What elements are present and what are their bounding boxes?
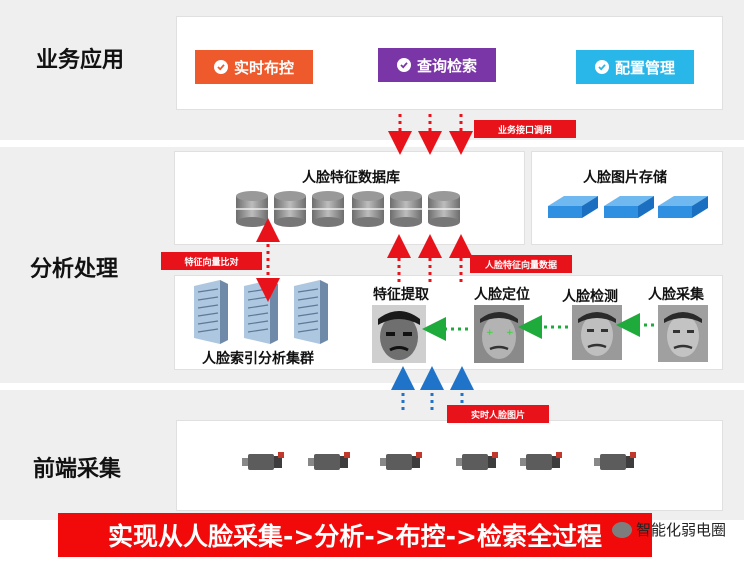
face-locate-label: 人脸定位 bbox=[474, 287, 530, 303]
check-icon bbox=[594, 60, 609, 74]
camera-icon bbox=[380, 452, 422, 470]
face-photo-icon bbox=[572, 305, 622, 360]
face-photo-icon bbox=[658, 305, 708, 362]
camera-icon bbox=[242, 452, 284, 470]
server-rack-icon bbox=[194, 280, 228, 344]
watermark-text: 智能化弱电圈 bbox=[636, 521, 727, 539]
camera-icon bbox=[594, 452, 636, 470]
realtime-control-button[interactable]: 实时布控 bbox=[195, 50, 313, 84]
business-api-tag: 业务接口调用 bbox=[474, 120, 576, 138]
camera-icon bbox=[520, 452, 562, 470]
face-detect-label: 人脸检测 bbox=[562, 289, 618, 305]
storage-server-icon bbox=[658, 196, 708, 218]
feature-db-panel bbox=[174, 151, 525, 245]
face-photo-icon bbox=[372, 305, 426, 363]
storage-servers bbox=[548, 196, 708, 218]
svg-text:+: + bbox=[506, 328, 514, 338]
check-icon bbox=[213, 60, 228, 74]
feature-compare-tag: 特征向量比对 bbox=[161, 252, 262, 270]
check-icon bbox=[396, 58, 411, 72]
database-cylinder-icon bbox=[312, 191, 344, 227]
frontend-layer-title: 前端采集 bbox=[33, 457, 122, 482]
realtime-control-label: 实时布控 bbox=[233, 58, 294, 77]
camera-icon bbox=[456, 452, 498, 470]
config-management-button[interactable]: 配置管理 bbox=[576, 50, 694, 84]
analysis-layer-title: 分析处理 bbox=[30, 257, 119, 282]
feature-data-arrows bbox=[387, 234, 473, 282]
processing-flow-arrows bbox=[422, 313, 654, 341]
realtime-image-arrows bbox=[391, 366, 474, 410]
server-rack-icon bbox=[294, 280, 328, 344]
realtime-image-tag: 实时人脸图片 bbox=[447, 405, 549, 423]
database-cylinder-icon bbox=[390, 191, 422, 227]
camera-icon bbox=[308, 452, 350, 470]
database-cylinder-icon bbox=[274, 191, 306, 227]
database-cylinder-icon bbox=[236, 191, 268, 227]
database-cylinders bbox=[236, 191, 460, 227]
storage-server-icon bbox=[604, 196, 654, 218]
face-feature-db-label: 人脸特征数据库 bbox=[302, 170, 400, 186]
summary-banner: 实现从人脸采集->分析->布控->检索全过程 bbox=[58, 513, 652, 557]
wechat-icon bbox=[612, 521, 632, 538]
face-photo-icon: ++ bbox=[474, 305, 524, 363]
app-layer-title: 业务应用 bbox=[36, 48, 125, 73]
index-cluster-label: 人脸索引分析集群 bbox=[202, 351, 314, 367]
face-capture-label: 人脸采集 bbox=[648, 287, 704, 303]
cameras bbox=[242, 452, 636, 470]
watermark: 智能化弱电圈 bbox=[612, 519, 726, 540]
query-search-button[interactable]: 查询检索 bbox=[378, 48, 496, 82]
config-management-label: 配置管理 bbox=[614, 58, 675, 77]
storage-server-icon bbox=[548, 196, 598, 218]
database-cylinder-icon bbox=[428, 191, 460, 227]
feature-data-tag: 人脸特征向量数据 bbox=[470, 255, 572, 273]
database-cylinder-icon bbox=[352, 191, 384, 227]
face-image-storage-label: 人脸图片存储 bbox=[583, 170, 667, 186]
business-api-arrows bbox=[388, 114, 473, 155]
svg-text:+: + bbox=[486, 328, 494, 338]
feature-extract-label: 特征提取 bbox=[373, 287, 429, 303]
query-search-label: 查询检索 bbox=[416, 56, 477, 75]
